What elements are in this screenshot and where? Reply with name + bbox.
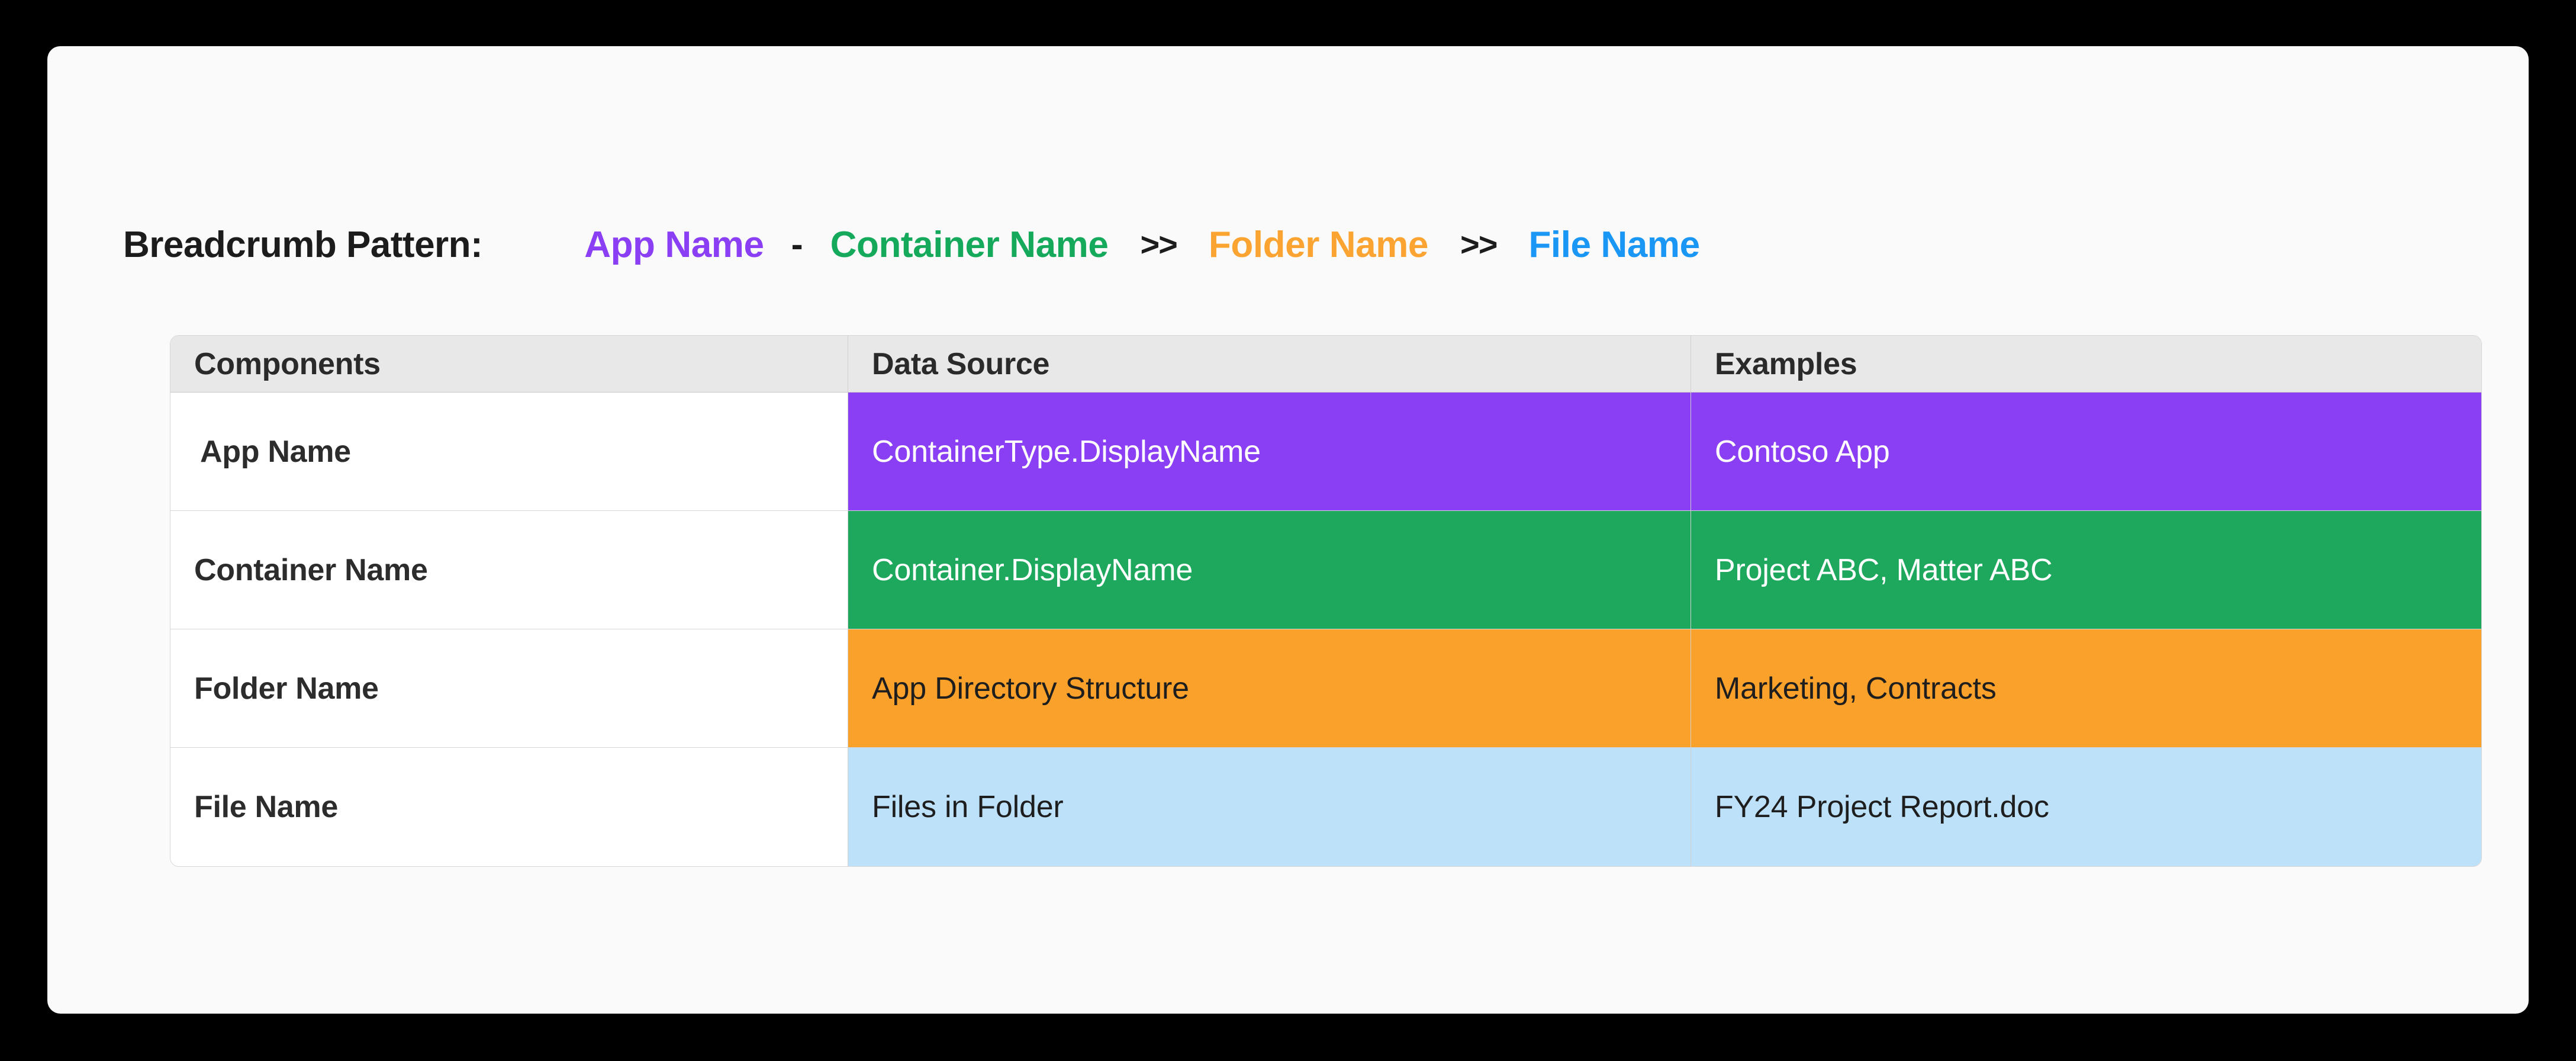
breadcrumb-separator-chevron-2: >> xyxy=(1460,226,1498,263)
components-table: Components Data Source Examples App Name… xyxy=(170,336,2481,866)
table-row: Folder Name App Directory Structure Mark… xyxy=(170,629,2481,748)
example-value: Project ABC, Matter ABC xyxy=(1715,552,2053,587)
example-value: Contoso App xyxy=(1715,434,1890,469)
data-source-value: Files in Folder xyxy=(872,790,1064,824)
content-card: Breadcrumb Pattern: App Name - Container… xyxy=(47,46,2529,1014)
cell-component: File Name xyxy=(170,748,848,866)
example-value: Marketing, Contracts xyxy=(1715,671,1997,706)
breadcrumb-segment-app-name[interactable]: App Name xyxy=(584,224,764,265)
cell-data-source: Files in Folder xyxy=(848,748,1691,866)
breadcrumb-separator-dash: - xyxy=(791,224,803,264)
cell-example: FY24 Project Report.doc xyxy=(1691,748,2481,866)
table-header-components: Components xyxy=(170,336,848,393)
table-header-examples: Examples xyxy=(1691,336,2481,393)
breadcrumb-pattern-label: Breadcrumb Pattern: xyxy=(123,224,483,265)
table-row: Container Name Container.DisplayName Pro… xyxy=(170,511,2481,629)
component-label: App Name xyxy=(200,434,351,469)
cell-data-source: Container.DisplayName xyxy=(848,511,1691,629)
data-source-value: Container.DisplayName xyxy=(872,552,1193,587)
table-row: File Name Files in Folder FY24 Project R… xyxy=(170,748,2481,866)
table-row: App Name ContainerType.DisplayName Conto… xyxy=(170,393,2481,511)
example-value: FY24 Project Report.doc xyxy=(1715,790,2049,824)
breadcrumb-segment-file-name[interactable]: File Name xyxy=(1528,224,1700,265)
cell-component: Folder Name xyxy=(170,629,848,748)
breadcrumb: Breadcrumb Pattern: App Name - Container… xyxy=(123,218,1700,271)
component-label: File Name xyxy=(194,790,338,824)
cell-data-source: ContainerType.DisplayName xyxy=(848,393,1691,511)
data-source-value: ContainerType.DisplayName xyxy=(872,434,1261,469)
data-source-value: App Directory Structure xyxy=(872,671,1189,706)
cell-example: Project ABC, Matter ABC xyxy=(1691,511,2481,629)
cell-example: Contoso App xyxy=(1691,393,2481,511)
component-label: Container Name xyxy=(194,552,428,587)
cell-example: Marketing, Contracts xyxy=(1691,629,2481,748)
cell-component: Container Name xyxy=(170,511,848,629)
cell-data-source: App Directory Structure xyxy=(848,629,1691,748)
component-label: Folder Name xyxy=(194,671,379,706)
breadcrumb-segment-folder-name[interactable]: Folder Name xyxy=(1208,224,1429,265)
cell-component: App Name xyxy=(170,393,848,511)
table-header-data-source: Data Source xyxy=(848,336,1691,393)
breadcrumb-separator-chevron-1: >> xyxy=(1140,226,1177,263)
breadcrumb-segment-container-name[interactable]: Container Name xyxy=(830,224,1109,265)
table-header-row: Components Data Source Examples xyxy=(170,336,2481,393)
